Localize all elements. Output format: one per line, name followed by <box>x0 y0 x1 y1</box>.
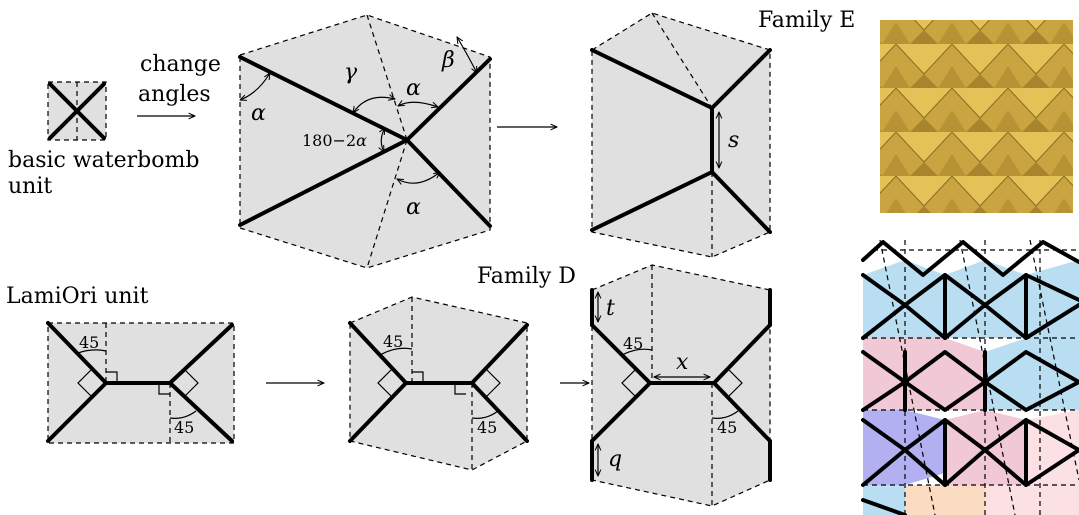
family-e-hexagon <box>590 12 772 258</box>
angle-180-label: 180−2α <box>302 131 367 150</box>
middle-45-a: 45 <box>383 332 403 351</box>
basic-unit-label-2: unit <box>8 174 52 199</box>
colored-tiling <box>861 240 1079 515</box>
alpha-top: α <box>406 76 421 101</box>
t-label: t <box>606 296 615 321</box>
alpha-left: α <box>251 101 266 126</box>
gamma-label: γ <box>344 60 358 85</box>
family-d-hexagon <box>590 264 772 507</box>
alpha-bottom: α <box>406 195 421 220</box>
lamiori-label: LamiOri unit <box>6 284 149 309</box>
basic-unit-label: basic waterbomb <box>8 148 199 173</box>
lamiori-unit <box>46 321 235 444</box>
folded-photo <box>880 20 1073 213</box>
angles-label: angles <box>138 82 211 107</box>
middle-45-b: 45 <box>477 418 497 437</box>
middle-hexagon <box>348 296 529 471</box>
basic-waterbomb-unit <box>47 81 107 141</box>
beta-label: β <box>441 48 455 73</box>
x-label: x <box>676 350 689 375</box>
s-label: s <box>728 128 739 153</box>
family-d-45-a: 45 <box>623 334 643 353</box>
hexagon-changed-angles <box>238 14 492 269</box>
lamiori-45-a: 45 <box>79 333 99 352</box>
lamiori-45-b: 45 <box>174 418 194 437</box>
change-label: change <box>140 52 221 77</box>
q-label: q <box>608 447 622 472</box>
family-d-45-b: 45 <box>717 418 737 437</box>
family-e-label: Family E <box>758 8 855 33</box>
family-d-label: Family D <box>477 264 576 289</box>
